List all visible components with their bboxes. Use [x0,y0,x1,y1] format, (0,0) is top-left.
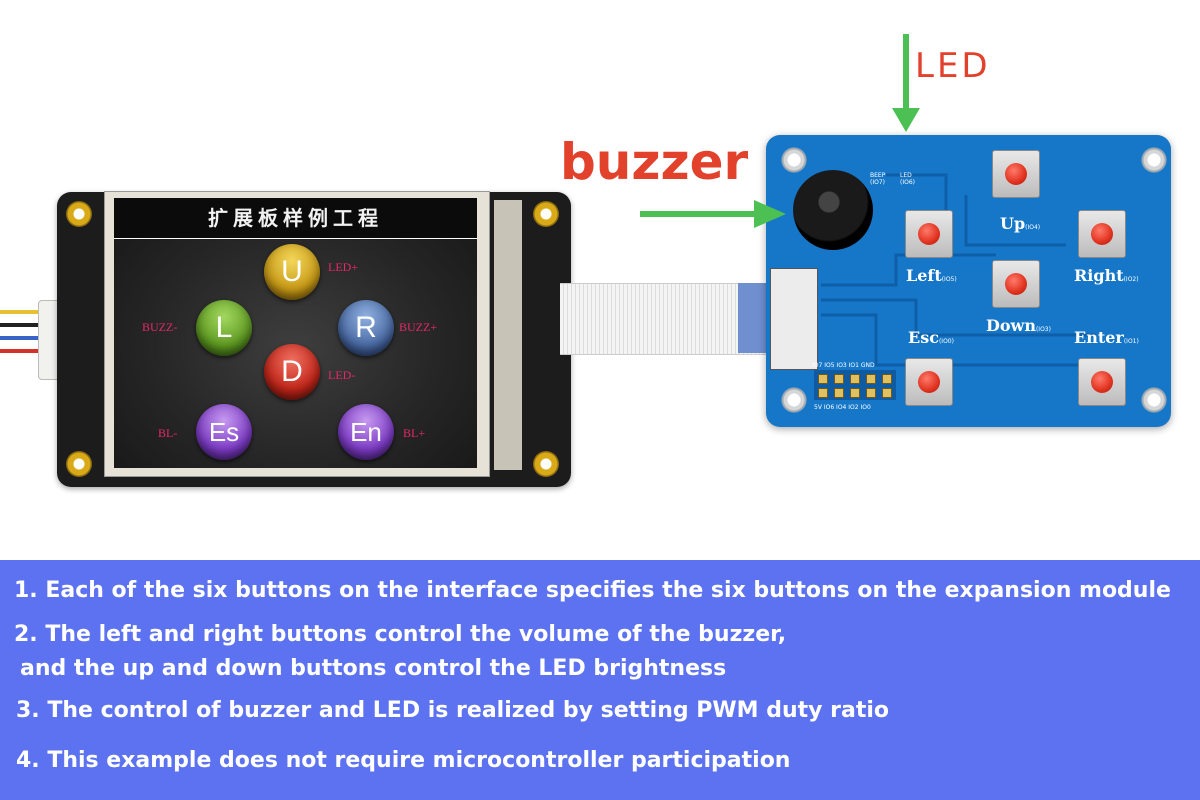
annotation-buzzer: buzzer [560,133,749,191]
pin-icon [866,388,876,398]
screen-button-right[interactable]: R [338,300,394,356]
board-label-left: Left(IO5) [906,266,957,285]
key-cap-icon [1091,371,1113,393]
board-label-enter: Enter(IO1) [1074,328,1139,347]
display-module: 扩展板样例工程 U LED+ L BUZZ- R BUZZ+ D LED- Es… [0,0,600,500]
pin-icon [834,374,844,384]
cable-wire-yellow [0,310,40,314]
mount-hole-icon [533,451,559,477]
pin-icon [818,374,828,384]
info-line-1: 1. Each of the six buttons on the interf… [14,578,1171,603]
silk-header-bottom: 5V IO6 IO4 IO2 IO0 [814,404,871,411]
key-cap-icon [918,371,940,393]
cable-wire-blue [0,336,40,340]
screen-button-down[interactable]: D [264,344,320,400]
screen-title: 扩展板样例工程 [114,198,477,239]
screen-button-esc[interactable]: Es [196,404,252,460]
pin-icon [850,374,860,384]
label-bl-minus: BL- [158,426,178,440]
info-line-2a: 2. The left and right buttons control th… [14,622,787,647]
pcb-hole-icon [780,146,808,174]
silk-beep: BEEP (IO7) [870,172,886,186]
board-key-up[interactable] [992,150,1040,198]
board-label-right: Right(IO2) [1074,266,1139,285]
silk-led: LED (IO6) [900,172,915,186]
pin-header [814,370,896,400]
mount-hole-icon [66,201,92,227]
label-buzz-minus: BUZZ- [142,320,178,334]
board-key-enter[interactable] [1078,358,1126,406]
pcb-hole-icon [1140,386,1168,414]
label-buzz-plus: BUZZ+ [399,320,438,334]
info-panel: 1. Each of the six buttons on the interf… [0,560,1200,800]
pin-icon [882,388,892,398]
mount-hole-icon [66,451,92,477]
key-cap-icon [1005,273,1027,295]
buzzer-component [793,170,873,250]
key-cap-icon [1005,163,1027,185]
pcb-hole-icon [1140,146,1168,174]
board-label-esc: Esc(IO0) [908,328,954,347]
info-line-4: 4. This example does not require microco… [16,748,791,773]
pin-icon [882,374,892,384]
touch-screen: 扩展板样例工程 U LED+ L BUZZ- R BUZZ+ D LED- Es… [114,198,477,468]
key-cap-icon [918,223,940,245]
board-key-down[interactable] [992,260,1040,308]
pin-icon [818,388,828,398]
info-line-2b: and the up and down buttons control the … [20,656,727,681]
board-key-esc[interactable] [905,358,953,406]
board-label-down: Down(IO3) [986,316,1051,335]
label-bl-plus: BL+ [403,426,426,440]
pin-icon [850,388,860,398]
screen-button-up[interactable]: U [264,244,320,300]
board-label-up: Up(IO4) [1000,214,1041,233]
pin-icon [834,388,844,398]
arrow-led-icon [892,34,920,132]
cable-wire-black [0,323,40,327]
screen-button-left[interactable]: L [196,300,252,356]
cable-wire-red [0,349,40,353]
fpc-connector [770,268,818,370]
pcb-hole-icon [780,386,808,414]
label-led-plus: LED+ [328,260,359,274]
annotation-led: LED [915,46,991,86]
screen-flex [494,200,522,470]
key-cap-icon [1091,223,1113,245]
board-key-right[interactable] [1078,210,1126,258]
screen-button-enter[interactable]: En [338,404,394,460]
info-line-3: 3. The control of buzzer and LED is real… [16,698,890,723]
label-led-minus: LED- [328,368,356,382]
silk-header-top: IO7 IO5 IO3 IO1 GND [812,362,875,369]
board-key-left[interactable] [905,210,953,258]
pin-icon [866,374,876,384]
arrow-buzzer-icon [640,200,786,228]
mount-hole-icon [533,201,559,227]
